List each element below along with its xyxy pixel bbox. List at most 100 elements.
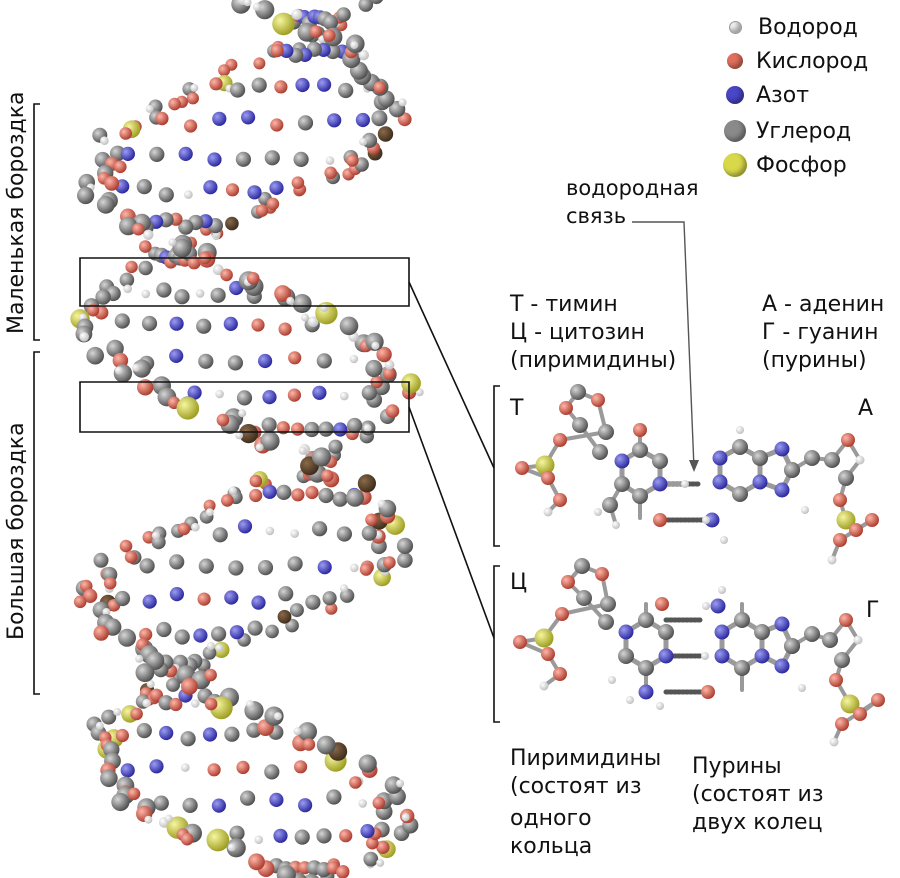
nitrogen-atom bbox=[712, 474, 728, 490]
hydrogen-atom bbox=[349, 354, 359, 364]
legend-item-nitrogen: Азот bbox=[722, 78, 809, 112]
oxygen-atom bbox=[376, 840, 390, 854]
carbon-atom bbox=[618, 648, 634, 664]
hydrogen-atom bbox=[113, 707, 122, 716]
hydrogen-bond-arrowhead bbox=[689, 460, 699, 472]
carbon-atom bbox=[358, 0, 374, 12]
carbon-atom bbox=[138, 260, 153, 276]
hydrogen-atom bbox=[254, 835, 263, 844]
purines-key-line1: А - аденин bbox=[762, 292, 885, 317]
shadowed-atom bbox=[225, 216, 239, 231]
nitrogen-atom bbox=[333, 422, 348, 437]
oxygen-atom bbox=[248, 853, 265, 871]
thymine-letter: Т bbox=[510, 396, 524, 421]
carbon-atom bbox=[294, 829, 310, 845]
hydrogen-atom bbox=[301, 313, 309, 322]
hydrogen-atom bbox=[681, 480, 689, 488]
carbon-atom bbox=[614, 476, 630, 492]
oxygen-atom bbox=[323, 29, 336, 42]
nitrogen-atom bbox=[714, 648, 730, 664]
carbon-atom bbox=[297, 115, 314, 131]
hydrogen-atom bbox=[340, 391, 349, 401]
nitrogen-atom bbox=[298, 798, 313, 813]
carbon-atom bbox=[224, 726, 240, 742]
carbon-atom bbox=[784, 638, 800, 654]
legend-label: Фосфор bbox=[756, 152, 847, 178]
carbon-atom bbox=[114, 313, 130, 329]
carbon-atom bbox=[178, 219, 194, 235]
carbon-atom bbox=[632, 442, 648, 458]
carbon-atom bbox=[77, 186, 95, 205]
carbon-atom bbox=[198, 558, 214, 574]
carbon-atom bbox=[328, 439, 343, 454]
oxygen-atom bbox=[132, 222, 145, 236]
oxygen-atom bbox=[207, 763, 221, 777]
nitrogen-atom bbox=[269, 792, 284, 808]
carbon-atom bbox=[572, 417, 588, 433]
hydrogen-atom bbox=[358, 799, 368, 808]
oxygen-atom bbox=[149, 688, 163, 702]
oxygen-atom bbox=[127, 787, 141, 801]
major-groove-bracket bbox=[33, 351, 40, 695]
hydrogen-atom bbox=[164, 814, 173, 823]
ca-panel-bracket bbox=[493, 565, 500, 723]
carbon-atom bbox=[822, 632, 838, 648]
carbon-atom bbox=[838, 470, 854, 486]
nitrogen-atom bbox=[203, 180, 218, 195]
carbon-atom bbox=[600, 596, 616, 612]
carbon-atom bbox=[804, 626, 820, 642]
oxygen-atom bbox=[115, 728, 129, 743]
nitrogen-atom bbox=[178, 146, 193, 161]
legend-label: Азот bbox=[756, 82, 810, 108]
nitrogen-atom bbox=[159, 725, 174, 741]
oxygen-atom bbox=[93, 625, 109, 641]
nitrogen-atom bbox=[774, 658, 790, 674]
carbon-atom bbox=[338, 82, 354, 99]
hydrogen-atom bbox=[79, 332, 89, 342]
cytosine-guanine-pair bbox=[513, 558, 885, 747]
purines-note-line1: Пурины bbox=[692, 754, 782, 779]
hydrogen-atom bbox=[377, 499, 386, 508]
carbon-atom bbox=[322, 14, 338, 30]
hydrogen-atom bbox=[243, 0, 252, 7]
hydrogen-atom-icon bbox=[729, 20, 742, 34]
phosphorus-atom bbox=[836, 510, 856, 530]
hydrogen-atom bbox=[235, 431, 244, 440]
carbon-atom bbox=[322, 591, 337, 606]
carbon-atom bbox=[180, 731, 196, 747]
oxygen-atom bbox=[325, 602, 338, 615]
cytosine-letter: Ц bbox=[510, 570, 528, 595]
hydrogen-atom bbox=[827, 555, 837, 565]
legend-item-hydrogen: Водород bbox=[722, 10, 858, 44]
carbon-atom bbox=[264, 764, 280, 780]
carbon-atom bbox=[365, 359, 383, 378]
hydrogen-atom bbox=[298, 446, 307, 455]
nitrogen-atom bbox=[251, 595, 266, 610]
oxygen-atom bbox=[155, 111, 169, 125]
oxygen-atom bbox=[276, 421, 290, 435]
oxygen-atom bbox=[339, 829, 353, 843]
carbon-atom bbox=[336, 7, 351, 22]
hydrogen-atom bbox=[291, 9, 303, 20]
oxygen-atom bbox=[376, 346, 392, 363]
carbon-atom bbox=[235, 151, 251, 167]
carbon-atom bbox=[264, 150, 280, 166]
oxygen-atom bbox=[841, 433, 855, 447]
carbon-atom bbox=[638, 612, 654, 628]
oxygen-atom bbox=[187, 256, 201, 270]
oxygen-atom bbox=[365, 513, 378, 527]
carbon-atom bbox=[592, 444, 608, 460]
carbon-atom bbox=[734, 612, 750, 628]
oxygen-atom bbox=[655, 597, 669, 611]
carbon-atom bbox=[166, 677, 180, 692]
carbon-atom bbox=[396, 537, 414, 555]
oxygen-atom bbox=[278, 322, 292, 336]
carbon-atom bbox=[576, 590, 592, 606]
oxygen-atom bbox=[251, 318, 265, 332]
carbon-atom bbox=[304, 421, 320, 438]
oxygen-atom bbox=[373, 81, 387, 94]
oxygen-atom bbox=[291, 488, 305, 502]
oxygen-atom bbox=[553, 433, 567, 447]
oxygen-atom bbox=[346, 154, 359, 167]
